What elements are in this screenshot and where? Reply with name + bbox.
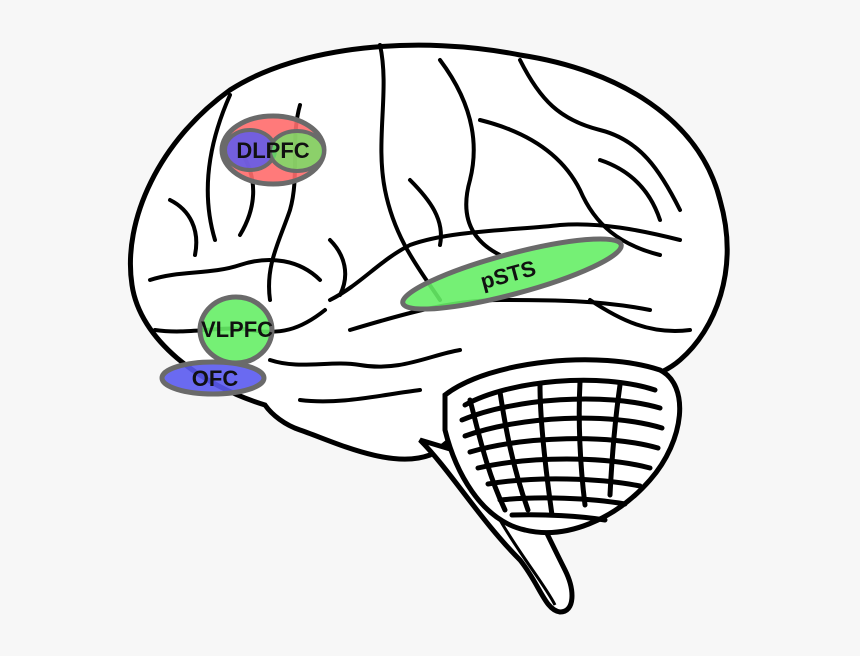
vlpfc-label: VLPFC xyxy=(201,317,273,342)
ofc-label: OFC xyxy=(192,366,239,391)
brainstem-groove xyxy=(498,519,557,606)
ofc-region[interactable]: OFC xyxy=(159,359,267,397)
cerebellum xyxy=(442,357,683,536)
vlpfc-region[interactable]: VLPFC xyxy=(197,294,275,366)
dlpfc-region[interactable]: DLPFC xyxy=(219,113,327,187)
psts-region[interactable]: pSTS xyxy=(398,225,627,322)
dlpfc-green-ellipse xyxy=(268,129,326,173)
psts-ellipse xyxy=(400,236,624,312)
ofc-ellipse xyxy=(159,359,267,397)
dlpfc-label: DLPFC xyxy=(236,138,309,163)
